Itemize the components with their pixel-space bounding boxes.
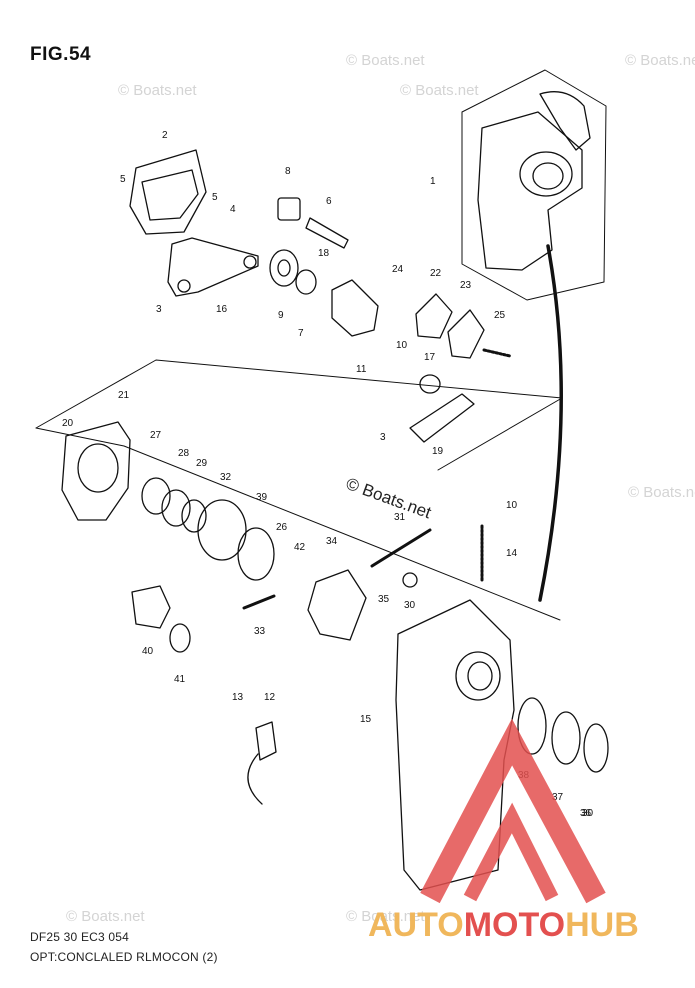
part-label: 12 xyxy=(264,692,276,703)
part-label: 9 xyxy=(278,310,284,321)
part-label: 5 xyxy=(212,192,218,203)
part-19-link xyxy=(409,393,475,443)
part-32-gear xyxy=(197,499,247,561)
part-label: 26 xyxy=(276,522,288,533)
part-label: 40 xyxy=(142,646,154,657)
part-label: 30 xyxy=(582,808,594,819)
part-label: 19 xyxy=(432,446,444,457)
part-11-bracket xyxy=(331,279,379,337)
lower-housing xyxy=(395,599,515,891)
figure-title: FIG.54 xyxy=(30,44,92,65)
part-33-pin xyxy=(242,594,276,610)
part-37-ring xyxy=(551,711,581,765)
part-label: 29 xyxy=(196,458,208,469)
part-label: 22 xyxy=(430,268,442,279)
watermark: © Boats.net xyxy=(400,82,479,99)
remote-control-body xyxy=(477,111,583,271)
brand-auto: AUTO xyxy=(368,906,464,944)
part-label: 36 xyxy=(580,808,592,819)
part-label: 42 xyxy=(294,542,306,553)
part-label: 32 xyxy=(220,472,232,483)
part-38-ring xyxy=(517,697,547,755)
part-label: 20 xyxy=(62,418,74,429)
watermark: © Boats.net xyxy=(346,908,425,925)
part-36-ring xyxy=(583,723,609,773)
remote-control-lever xyxy=(539,91,591,151)
part-9-washer xyxy=(269,249,299,287)
part-label: 34 xyxy=(326,536,338,547)
assembly-frame-2 xyxy=(35,359,563,471)
part-41-ring xyxy=(169,623,191,653)
part-6-shaft xyxy=(305,217,349,249)
part-label: 23 xyxy=(460,280,472,291)
brand-hub: HUB xyxy=(565,906,639,944)
part-16-link xyxy=(167,237,259,297)
part-28-ring xyxy=(161,489,191,527)
part-8-block xyxy=(277,197,301,221)
part-label: 5 xyxy=(120,174,126,185)
part-17-washer xyxy=(419,374,441,394)
part-40-bracket xyxy=(131,585,171,629)
brand-logo: AUTOMOTOHUB xyxy=(368,906,639,945)
part-29-ring xyxy=(181,499,207,533)
automotohub-logo-icon xyxy=(420,718,606,904)
part-label: 2 xyxy=(162,130,168,141)
part-30-cap xyxy=(402,572,418,588)
part-12-sensor xyxy=(255,721,277,761)
watermark: © Boats.net xyxy=(118,82,197,99)
part-label: 7 xyxy=(298,328,304,339)
part-label: 27 xyxy=(150,430,162,441)
part-labels: 1 2 3 3 4 5 5 6 7 8 9 10 10 11 12 13 14 … xyxy=(62,130,594,819)
control-cable xyxy=(538,244,563,602)
part-label: 10 xyxy=(396,340,408,351)
part-label: 31 xyxy=(394,512,406,523)
part-label: 24 xyxy=(392,264,404,275)
part-22-plate xyxy=(415,293,453,339)
part-label: 30 xyxy=(404,600,416,611)
part-7-bushing xyxy=(295,269,317,295)
brand-moto: MOTO xyxy=(463,906,566,944)
part-31-rod xyxy=(370,528,432,568)
part-label: 6 xyxy=(326,196,332,207)
part-39-washer xyxy=(237,527,275,581)
part-label: 39 xyxy=(256,492,268,503)
part-label: 37 xyxy=(552,792,564,803)
part-label: 14 xyxy=(506,548,518,559)
part-21-housing xyxy=(61,421,131,521)
part-23-plate xyxy=(447,309,485,359)
part-label: 17 xyxy=(424,352,436,363)
part-label: 18 xyxy=(318,248,330,259)
part-label: 28 xyxy=(178,448,190,459)
part-34-motor xyxy=(307,569,367,641)
part-label: 41 xyxy=(174,674,186,685)
part-label: 1 xyxy=(430,176,436,187)
watermark: © Boats.net xyxy=(625,52,695,69)
caption-line-1: DF25 30 EC3 054 xyxy=(30,930,130,944)
part-label: 13 xyxy=(232,692,244,703)
part-label: 3 xyxy=(156,304,162,315)
part-label: 3 xyxy=(380,432,386,443)
part-label: 15 xyxy=(360,714,372,725)
part-25-spring xyxy=(482,348,512,358)
part-label: 21 xyxy=(118,390,130,401)
part-label: 35 xyxy=(378,594,390,605)
watermark: © Boats.net xyxy=(346,52,425,69)
part-27-ring xyxy=(141,477,171,515)
part-label: 11 xyxy=(356,364,367,375)
part-label: 8 xyxy=(285,166,291,177)
caption-line-2: OPT:CONCLALED RLMOCON (2) xyxy=(30,950,218,964)
part-label: 10 xyxy=(506,500,518,511)
part-label: 16 xyxy=(216,304,228,315)
watermark: © Boats.net xyxy=(66,908,145,925)
part-label: 33 xyxy=(254,626,266,637)
part-2-plate xyxy=(129,149,207,235)
part-label: 25 xyxy=(494,310,506,321)
part-label: 4 xyxy=(230,204,236,215)
assembly-frame-1 xyxy=(461,69,607,301)
watermark: © Boats.net xyxy=(628,484,695,501)
